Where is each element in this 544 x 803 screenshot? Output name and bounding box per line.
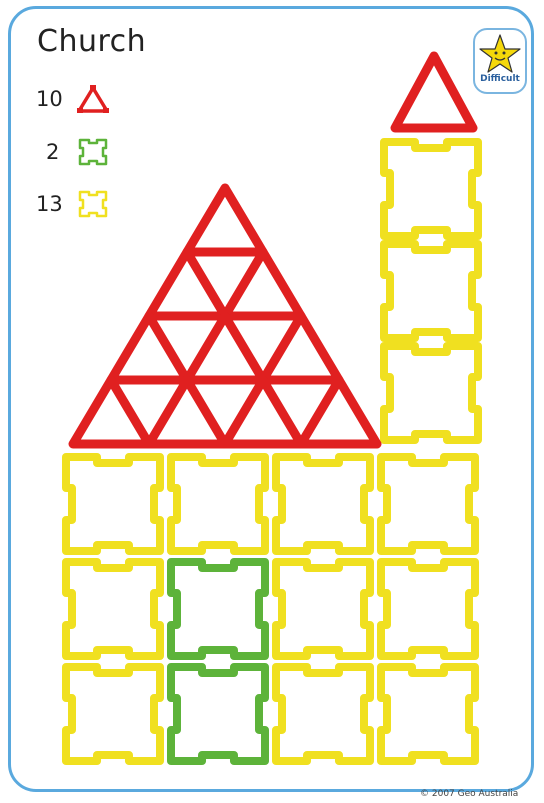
red-triangle-piece: [73, 380, 149, 444]
yellow-square-piece: [66, 667, 160, 761]
red-triangle-piece: [149, 380, 225, 444]
red-triangle-piece: [111, 316, 187, 380]
yellow-square-piece: [384, 142, 478, 236]
yellow-square-piece: [381, 667, 475, 761]
yellow-square-piece: [276, 562, 370, 656]
red-triangle-piece: [187, 188, 263, 252]
red-triangle-piece: [149, 252, 225, 316]
yellow-square-piece: [384, 244, 478, 338]
yellow-square-piece: [171, 457, 265, 551]
red-triangle-piece: [395, 56, 473, 128]
green-square-piece: [171, 562, 265, 656]
red-triangle-piece: [263, 316, 339, 380]
yellow-square-piece: [66, 562, 160, 656]
yellow-square-piece: [381, 562, 475, 656]
yellow-square-piece: [276, 457, 370, 551]
red-triangle-piece: [225, 380, 301, 444]
red-triangle-piece: [225, 252, 301, 316]
yellow-square-piece: [276, 667, 370, 761]
red-triangle-piece: [301, 380, 377, 444]
yellow-square-piece: [384, 346, 478, 440]
copyright-footer: © 2007 Geo Australia: [420, 789, 518, 799]
yellow-square-piece: [66, 457, 160, 551]
yellow-square-piece: [381, 457, 475, 551]
green-square-piece: [171, 667, 265, 761]
red-triangle-piece: [187, 316, 263, 380]
